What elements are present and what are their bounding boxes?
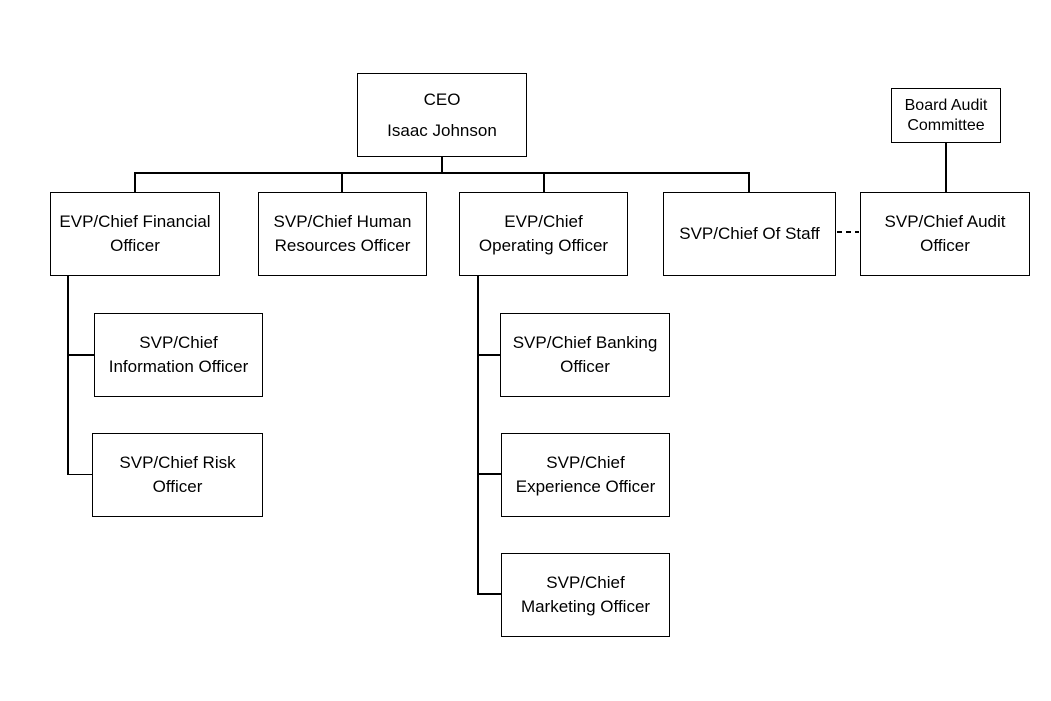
chief-experience-officer-label: SVP/Chief Experience Officer <box>515 453 656 496</box>
connector-coo-subtree-drop <box>477 276 479 595</box>
org-node-chief-operating-officer: EVP/Chief Operating Officer <box>459 192 628 276</box>
org-node-chief-of-staff: SVP/Chief Of Staff <box>663 192 836 276</box>
connector-board-to-audit-officer <box>945 143 947 193</box>
connector-coo-stub <box>543 174 545 193</box>
connector-level2-bus <box>134 172 750 174</box>
connector-marketing-stub <box>479 593 501 595</box>
connector-experience-stub <box>479 473 501 475</box>
org-node-chief-experience-officer: SVP/Chief Experience Officer <box>501 433 670 517</box>
org-node-ceo: CEO Isaac Johnson <box>357 73 527 157</box>
chief-financial-officer-label: EVP/Chief Financial Officer <box>59 212 211 255</box>
connector-chief-of-staff-stub <box>748 174 750 193</box>
chief-operating-officer-label: EVP/Chief Operating Officer <box>478 212 609 255</box>
chief-audit-officer-label: SVP/Chief Audit Officer <box>884 212 1006 255</box>
chief-risk-officer-label: SVP/Chief Risk Officer <box>119 453 236 496</box>
org-node-chief-information-officer: SVP/Chief Information Officer <box>94 313 263 397</box>
ceo-name-label: Isaac Johnson <box>387 120 497 140</box>
ceo-role-label: CEO <box>423 89 461 109</box>
org-node-chief-audit-officer: SVP/Chief Audit Officer <box>860 192 1030 276</box>
org-node-chief-financial-officer: EVP/Chief Financial Officer <box>50 192 220 276</box>
chief-banking-officer-label: SVP/Chief Banking Officer <box>512 333 658 376</box>
org-node-chief-risk-officer: SVP/Chief Risk Officer <box>92 433 263 517</box>
org-node-chief-banking-officer: SVP/Chief Banking Officer <box>500 313 670 397</box>
connector-risk-stub <box>69 473 92 475</box>
org-node-chief-marketing-officer: SVP/Chief Marketing Officer <box>501 553 670 637</box>
connector-ceo-drop <box>441 157 443 174</box>
connector-banking-stub <box>479 354 500 356</box>
connector-cio-stub <box>69 354 94 356</box>
connector-chro-stub <box>341 174 343 193</box>
chief-of-staff-label: SVP/Chief Of Staff <box>679 224 820 244</box>
chief-marketing-officer-label: SVP/Chief Marketing Officer <box>520 573 651 616</box>
connector-chief-of-staff-to-audit-officer-dashed <box>837 231 859 233</box>
org-node-board-audit-committee: Board Audit Committee <box>891 88 1001 143</box>
board-audit-committee-label: Board Audit Committee <box>904 96 988 134</box>
chief-information-officer-label: SVP/Chief Information Officer <box>108 333 249 376</box>
chief-human-resources-officer-label: SVP/Chief Human Resources Officer <box>273 212 412 255</box>
connector-cfo-stub <box>134 174 136 193</box>
org-node-chief-human-resources-officer: SVP/Chief Human Resources Officer <box>258 192 427 276</box>
connector-cfo-subtree-drop <box>67 276 69 475</box>
